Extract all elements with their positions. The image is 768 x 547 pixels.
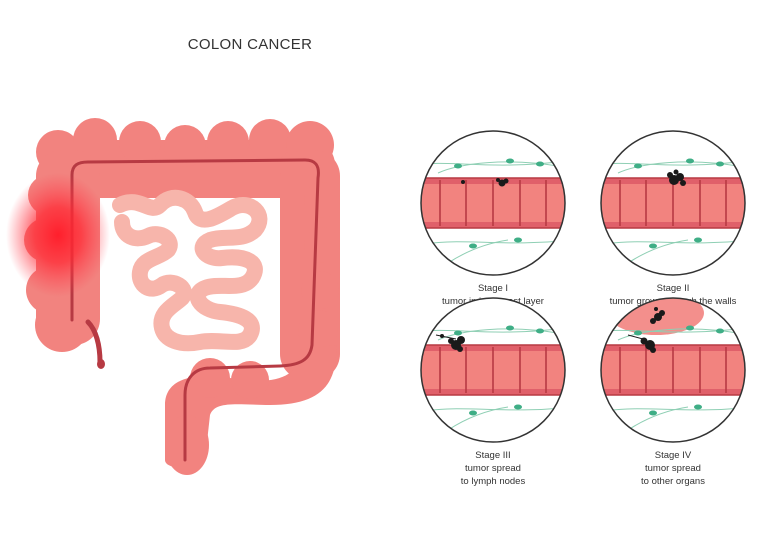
tumor-stage-4 (640, 307, 665, 353)
diagram-title: COLON CANCER (187, 36, 313, 53)
stage-1-panel: Stage I tumor in innermost layer of the … (413, 128, 573, 321)
stage-2-circle (600, 130, 746, 276)
tumor-stage-3 (440, 334, 465, 352)
stage-3-circle (420, 297, 566, 443)
stage-1-heading: Stage I (477, 283, 509, 294)
stage-4-heading: Stage IV (654, 450, 692, 461)
stage-3-panel: Stage III tumor spread to lymph nodes (413, 295, 573, 488)
stage-4-panel: Stage IV tumor spread to other organs (593, 295, 753, 488)
stage-3-line1: tumor spread (465, 463, 521, 474)
stage-4-line1: tumor spread (645, 463, 701, 474)
stage-4-line2: to other organs (641, 476, 705, 487)
stage-2-heading: Stage II (656, 283, 690, 294)
tumor-stage-2 (667, 169, 686, 186)
stage-4-circle (600, 297, 746, 443)
tumor-stage-1 (461, 178, 509, 187)
stage-3-line2: to lymph nodes (460, 476, 526, 487)
appendix (85, 319, 103, 365)
tumor-highlight (6, 173, 110, 297)
colon-inner-line (70, 158, 320, 462)
stage-1-circle (420, 130, 566, 276)
stage-2-panel: Stage II tumor grows through the walls o… (593, 128, 753, 321)
stage-3-heading: Stage III (475, 450, 511, 461)
colon-illustration (6, 118, 340, 475)
small-intestine (112, 189, 268, 352)
